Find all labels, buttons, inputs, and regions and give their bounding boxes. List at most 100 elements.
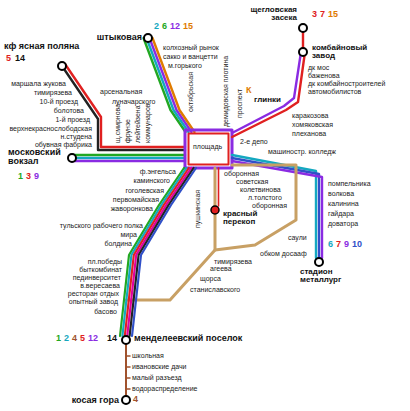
route-number: 4 <box>72 334 77 343</box>
stop-label: каракозова <box>292 112 328 119</box>
route-number: 12 <box>170 22 180 31</box>
stop-label: агеева <box>210 265 232 272</box>
stop-label: маршала жукова <box>11 80 66 87</box>
route-number: 4 <box>133 395 138 404</box>
stop-label: проспект <box>236 89 243 118</box>
route-number: 6 <box>162 22 167 31</box>
route-number: 15 <box>183 22 193 31</box>
stop-label: советская <box>236 178 268 185</box>
stop-label: К <box>246 86 252 95</box>
stop-label: в.вересаева <box>80 282 120 289</box>
stop-label: машиностр. колледж <box>268 148 336 155</box>
stop-label: дк комбайностроителей <box>308 80 385 87</box>
stop-label: калинина <box>328 200 359 207</box>
stop-label: каминского <box>133 177 170 184</box>
stop-label: саули <box>288 234 307 241</box>
terminal-label: щегловская засека <box>245 6 297 23</box>
stop-label: тульского рабочего полка <box>60 222 143 229</box>
terminal-label: глинки <box>254 96 281 104</box>
route-number: 7 <box>320 10 325 19</box>
stop-label: тимирязева <box>34 89 72 96</box>
stop-label: волкова <box>328 190 354 197</box>
stop-label: болдина <box>104 240 132 247</box>
stop-label: жаворонкова <box>111 205 153 212</box>
stop-label: обувная фабрика <box>35 141 92 148</box>
stop-label: арсенальная <box>100 88 142 95</box>
terminal-label: красный перекоп <box>223 210 275 227</box>
terminal-label: стадион металлург <box>300 268 370 285</box>
terminal-label: штыковая <box>97 33 142 42</box>
stop-label: щорса <box>200 275 221 282</box>
stop-label: ф.энгельса <box>140 168 176 175</box>
route-number: 1 <box>18 172 23 181</box>
route-number: 2 <box>64 334 69 343</box>
stop-label: н.студена <box>60 133 92 140</box>
stop-label: пл.победы <box>88 258 122 265</box>
stop-label: дк мос <box>308 64 329 71</box>
stop-label: демидовская плотина <box>222 56 229 127</box>
stop-label: мира <box>120 231 137 238</box>
route-number: 14 <box>15 54 25 63</box>
stop-label: хомяковская <box>292 121 333 128</box>
stop-label: помпельника <box>328 180 371 187</box>
stop-label: болотова <box>54 107 84 114</box>
route-number: 1 <box>56 334 61 343</box>
stop-label: 2-е депо <box>240 138 268 145</box>
stop-label: автомобилистов <box>308 88 361 95</box>
route-number: 14 <box>107 334 117 343</box>
route-number: 3 <box>312 10 317 19</box>
terminal-label: косая гора <box>72 396 119 405</box>
terminal-label: кф ясная поляна <box>4 42 79 51</box>
stop-label: коммунаров <box>144 103 151 143</box>
stop-label: фрунзе <box>124 119 131 143</box>
stop-label: пединверситет <box>73 274 121 281</box>
stop-label: тимирязева <box>214 258 252 265</box>
stop-label: опытный завод <box>69 298 118 305</box>
terminal-label: московский вокзал <box>8 148 68 167</box>
stop-label: верхнекраснослободская <box>9 125 92 132</box>
stop-label: малый разъезд <box>132 374 182 381</box>
route-number: 9 <box>34 172 39 181</box>
stop-label: колхозный рынок <box>163 44 219 51</box>
route-number: 7 <box>336 240 341 249</box>
route-number: 10 <box>352 240 362 249</box>
stop-label: водораспределение <box>132 385 197 392</box>
stop-label: гайдара <box>328 210 354 217</box>
stop-label: лейтейзена <box>134 105 141 143</box>
stop-label: ресторан отдых <box>68 290 119 297</box>
stop-label: 1-й проезд <box>55 116 90 123</box>
stop-label: октябрьская <box>187 72 194 112</box>
route-number: 15 <box>328 10 338 19</box>
stop-label: колетвинова <box>240 186 281 193</box>
stop-label: сакко и ванцетти <box>163 53 218 60</box>
stop-label: ивановские дачи <box>132 363 187 370</box>
stop-label: быткомбинат <box>79 266 122 273</box>
terminal-label: комбайновый завод <box>312 44 374 61</box>
route-number: 3 <box>26 172 31 181</box>
stop-label: гоголевская <box>126 187 164 194</box>
stop-label: оборонная <box>252 202 287 209</box>
route-number: 9 <box>344 240 349 249</box>
stop-label: 10-й проезд <box>40 98 78 105</box>
stop-label: л.толстого <box>248 194 282 201</box>
stop-label: площадь <box>193 143 222 150</box>
stop-label: доватора <box>328 220 358 227</box>
stop-label: первомайская <box>113 196 159 203</box>
stop-label: школьная <box>132 352 164 359</box>
route-number: 5 <box>80 334 85 343</box>
stop-label: обком досааф <box>260 250 307 257</box>
stop-label: оборонная <box>224 170 259 177</box>
stop-label: пушкинская <box>194 190 201 228</box>
route-number: 5 <box>6 54 11 63</box>
stop-label: басово <box>94 308 117 315</box>
terminal-label: менделеевский поселок <box>134 334 242 343</box>
stop-label: баженова <box>308 72 340 79</box>
route-number: 2 <box>154 22 159 31</box>
stop-label: плеханова <box>292 130 326 137</box>
route-number: 6 <box>328 240 333 249</box>
stop-label: щ.смирнова <box>114 104 121 143</box>
route-number: 12 <box>88 334 98 343</box>
stop-label: м.горького <box>168 62 202 69</box>
stop-label: станиславского <box>190 286 240 293</box>
